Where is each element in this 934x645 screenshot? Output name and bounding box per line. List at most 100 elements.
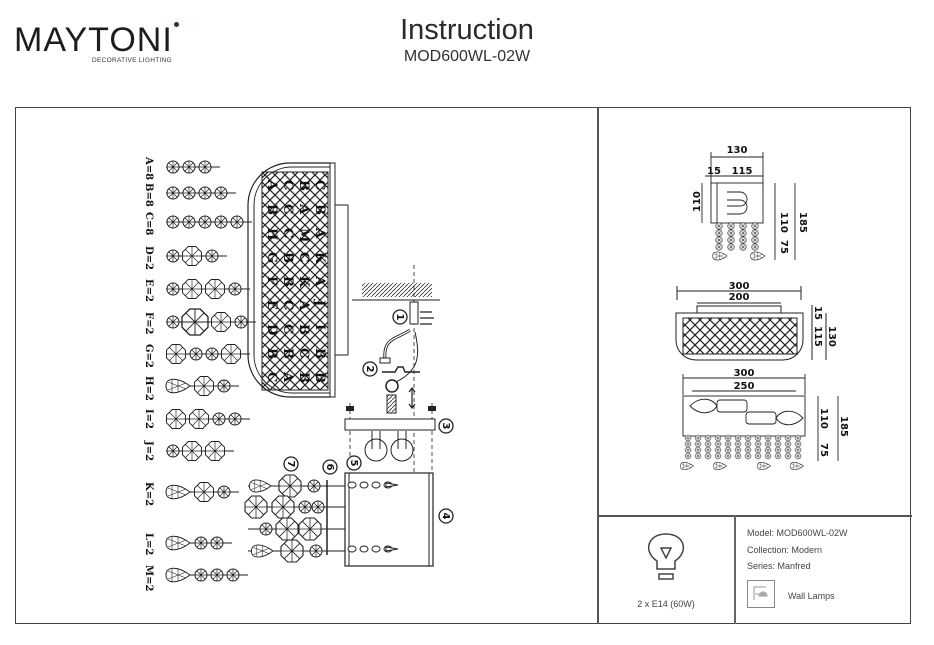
crystal-drop <box>712 251 728 261</box>
crystal-small <box>744 452 752 460</box>
crystal-small <box>751 222 759 230</box>
crystal-small <box>724 434 732 442</box>
crystal-octagon <box>189 409 209 429</box>
dim-front-body-height: 110 <box>818 408 829 429</box>
crystal-octagon <box>298 517 322 541</box>
crystal-small <box>704 440 712 448</box>
svg-text:1: 1 <box>394 314 405 321</box>
crystal-small <box>212 412 226 426</box>
mounting-detail <box>244 265 440 567</box>
crystal-small <box>311 500 325 514</box>
crystal-octagon <box>211 312 231 332</box>
svg-text:4: 4 <box>440 513 451 520</box>
crystal-small <box>774 434 782 442</box>
crystal-small <box>734 452 742 460</box>
crystal-small <box>774 446 782 454</box>
crystal-position-letter: B <box>264 204 279 215</box>
crystal-small <box>715 229 723 237</box>
crystal-drop <box>680 462 694 470</box>
crystal-position-letter: B <box>280 348 295 359</box>
crystal-position-letter: C <box>280 204 295 214</box>
dim-top-width-total: 300 <box>729 281 750 292</box>
dim-front-inner-width: 250 <box>734 381 755 392</box>
crystal-small <box>166 215 180 229</box>
crystal-small <box>704 452 712 460</box>
crystal-small <box>198 215 212 229</box>
crystal-small <box>715 236 723 244</box>
crystal-small <box>734 446 742 454</box>
crystal-position-letter: B <box>280 252 295 263</box>
crystal-small <box>298 500 312 514</box>
crystal-small <box>724 446 732 454</box>
crystal-small <box>714 452 722 460</box>
brand-tagline: DECORATIVE LIGHTING <box>92 57 172 64</box>
crystal-legend-label: F=2 <box>143 312 154 334</box>
dim-front-height-total: 185 <box>838 416 849 437</box>
crystal-position-letter: B <box>296 372 311 383</box>
crystal-octagon <box>194 482 214 502</box>
crystal-small <box>727 229 735 237</box>
crystal-position-letter: A <box>312 275 327 287</box>
crystal-small <box>734 434 742 442</box>
crystal-legend-label: B=8 <box>143 183 154 207</box>
crystal-small <box>205 347 219 361</box>
crystal-small <box>234 315 248 329</box>
svg-text:3: 3 <box>440 423 451 430</box>
crystal-position-letter: F <box>264 276 279 286</box>
crystal-drop <box>248 479 272 493</box>
crystal-position-letter: C <box>280 180 295 190</box>
crystal-drop <box>165 484 191 500</box>
crystal-small <box>784 452 792 460</box>
crystal-small <box>751 243 759 251</box>
crystal-small <box>764 446 772 454</box>
side-view-dims: 130 15 115 110 110 75 185 <box>692 145 808 254</box>
crystal-small <box>684 452 692 460</box>
crystal-small <box>715 222 723 230</box>
crystal-octagon <box>182 246 202 266</box>
crystal-small <box>166 160 180 174</box>
svg-text:7: 7 <box>285 461 296 468</box>
crystal-small <box>754 452 762 460</box>
crystal-small <box>259 522 273 536</box>
crystal-small <box>694 452 702 460</box>
crystal-small <box>166 444 180 458</box>
wall-lamp-icon <box>753 586 768 600</box>
crystal-small <box>727 243 735 251</box>
crystal-drop <box>713 462 727 470</box>
category-icon-box <box>747 580 775 608</box>
crystal-octagon <box>194 376 214 396</box>
light-bulb-icon <box>647 533 685 580</box>
crystal-position-letter: C <box>280 324 295 334</box>
step-marker-2: 2 <box>362 361 378 377</box>
crystal-octagon <box>278 474 302 498</box>
crystal-small <box>774 440 782 448</box>
crystal-legend-label: M=2 <box>143 565 154 591</box>
spec-model: Model: MOD600WL-02W <box>747 528 848 538</box>
crystal-octagon <box>182 441 202 461</box>
crystal-small <box>734 440 742 448</box>
chain-hook <box>385 482 399 488</box>
brand-accent-dot <box>174 22 179 27</box>
crystal-legend-label: C=8 <box>143 212 154 235</box>
crystal-small <box>166 249 180 263</box>
chain-link <box>371 545 381 553</box>
crystal-drop <box>750 251 766 261</box>
crystal-position-letter: E <box>264 300 279 310</box>
crystal-position-letter: K <box>312 252 327 264</box>
crystal-small <box>182 186 196 200</box>
crystal-small <box>744 434 752 442</box>
bulb-spec: 2 x E14 (60W) <box>637 599 695 609</box>
chain-link <box>359 545 369 553</box>
crystal-small <box>724 452 732 460</box>
crystal-legend-label: H=2 <box>143 376 154 401</box>
crystal-small <box>739 236 747 244</box>
crystal-small <box>189 347 203 361</box>
crystal-small <box>309 544 323 558</box>
dim-side-offset: 15 <box>707 166 721 177</box>
crystal-octagon <box>166 409 186 429</box>
crystal-small <box>764 440 772 448</box>
specs-divider <box>597 515 912 517</box>
crystal-position-letter: D <box>264 324 279 335</box>
crystal-drop <box>790 462 804 470</box>
column-divider <box>597 107 599 624</box>
